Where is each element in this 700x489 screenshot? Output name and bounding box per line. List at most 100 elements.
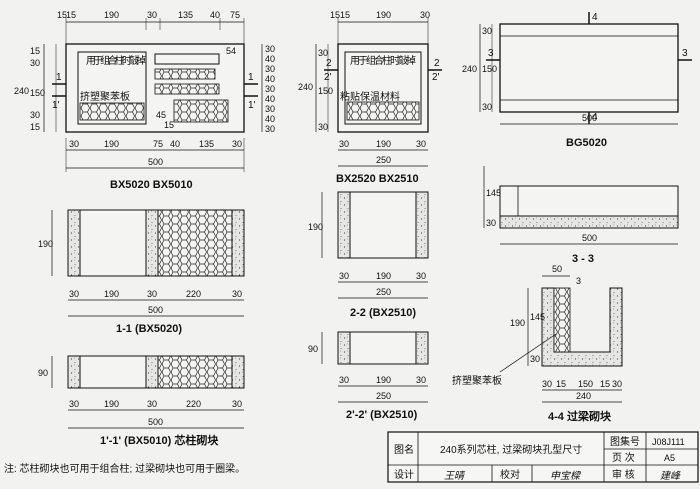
bx5020-left-dim-0: 15 [30, 46, 40, 56]
s11-dim-3: 220 [186, 289, 201, 299]
s33-total-dim: 500 [582, 233, 597, 243]
s2p-wall-right [415, 331, 429, 365]
bx2520-left-dim-3: 30 [318, 122, 328, 132]
s44-top-dim-0: 50 [552, 264, 562, 274]
s44-top-dim-1: 3 [576, 276, 581, 286]
s1p-total-dim: 500 [148, 417, 163, 427]
s22-wall-left [337, 191, 351, 259]
bx5020-left-dim-total: 240 [14, 86, 29, 96]
bx5020-core-hole [77, 51, 147, 125]
s1p-dim-0: 30 [69, 399, 79, 409]
bx5020-right-dim-8: 30 [265, 124, 275, 134]
bx2520-mark-2-right: 2 [434, 58, 440, 69]
s44-caption: 4-4 过梁砌块 [548, 409, 612, 423]
s11-dim-1: 190 [104, 289, 119, 299]
s11-wall-mid [145, 209, 159, 277]
s44-left-dim-0: 190 [510, 318, 525, 328]
s22-core [349, 191, 417, 259]
bx5020-inner-dim-2: 15 [164, 120, 174, 130]
bx5020-right-dim-2: 30 [265, 64, 275, 74]
s22-dim-1: 190 [376, 271, 391, 281]
section-1p-1p [51, 355, 245, 429]
bx5020-right-dim-5: 40 [265, 94, 275, 104]
s22-wall-right [415, 191, 429, 259]
bx5020-bottom-dim-2: 75 [153, 139, 163, 149]
s2p-dim-2: 30 [416, 375, 426, 385]
s2p-dim-1: 190 [376, 375, 391, 385]
section-3-3 [483, 166, 679, 245]
section-4-4 [499, 275, 623, 403]
bx5020-plan [43, 18, 263, 172]
bx2520-insul-strip [346, 101, 420, 121]
s2p-core [349, 331, 417, 365]
s33-bottom-slab [499, 215, 679, 229]
title-block-text: 图名 240系列芯柱, 过梁砌块孔型尺寸 图集号 J08J111 页 次 A5 … [394, 435, 685, 482]
tb-review-label: 审 核 [612, 468, 635, 481]
section-1p-1p-text: 90 30 190 30 220 30 500 1'-1' (BX5010) 芯… [38, 368, 242, 447]
bg5020-left-dim-1: 30 [482, 26, 492, 36]
bx5020-top-dim-4: 135 [178, 10, 193, 20]
bx2520-note-core: 用于组合柱时敲掉 [350, 54, 416, 67]
bg5020-plan-text: 240 30 150 30 500 3 3 4 4 BG5020 [462, 12, 688, 149]
bg5020-caption: BG5020 [566, 137, 607, 149]
footnote: 注: 芯柱砌块也可用于组合柱; 过梁砌块也可用于圈梁。 [4, 462, 245, 475]
s22-dim-0: 30 [339, 271, 349, 281]
bg5020-left-dim-2: 150 [482, 64, 497, 74]
bx5020-top-dim-5: 40 [210, 10, 220, 20]
bx5020-right-dim-1: 40 [265, 54, 275, 64]
s11-dim-2: 30 [147, 289, 157, 299]
bx2520-top-dim-2: 190 [376, 10, 391, 20]
bx2520-bottom-dim-1: 190 [376, 139, 391, 149]
s11-wall-left [67, 209, 81, 277]
bx5020-inner-dim-1: 45 [156, 110, 166, 120]
bg5020-mark-3-left: 3 [488, 48, 494, 59]
bx5020-slot-3 [154, 83, 220, 95]
tb-yeci-label: 页 次 [612, 451, 635, 464]
bx2520-mark-2-left: 2 [326, 58, 332, 69]
section-1-1 [51, 209, 245, 317]
s1p-core [79, 355, 147, 389]
bg5020-mark-4-bottom: 4 [592, 112, 598, 123]
s44-bottom-dim-0: 30 [542, 379, 552, 389]
tb-title: 240系列芯柱, 过梁砌块孔型尺寸 [440, 443, 582, 456]
section-2-2 [321, 191, 429, 299]
s2p-wall-left [337, 331, 351, 365]
bx2520-left-dim-1: 30 [318, 48, 328, 58]
bg5020-outline [499, 23, 679, 113]
bx5020-plan-text: 15 15 190 30 135 40 75 240 15 30 150 30 … [14, 10, 275, 191]
s1p-height-dim: 90 [38, 368, 48, 378]
tb-tujihao-label: 图集号 [610, 435, 640, 448]
bx5020-bottom-dim-5: 30 [232, 139, 242, 149]
s2p-total-dim: 250 [376, 391, 391, 401]
s1p-foam [157, 355, 233, 389]
bx2520-mark-2p-right: 2' [432, 72, 440, 83]
bx5020-note-foam: 挤塑聚苯板 [80, 90, 130, 103]
title-block [387, 431, 699, 483]
bx2520-top-dim-3: 30 [420, 10, 430, 20]
bx5020-mark-1p-left: 1' [52, 100, 60, 111]
tb-tuming-label: 图名 [394, 443, 414, 456]
bx5020-bottom-dim-3: 40 [170, 139, 180, 149]
bx5020-bottom-dim-4: 135 [199, 139, 214, 149]
bx5020-mark-1-right: 1 [248, 72, 254, 83]
bx5020-left-dim-2: 150 [30, 88, 45, 98]
s11-caption: 1-1 (BX5020) [116, 323, 182, 335]
section-1-1-text: 190 30 190 30 220 30 500 1-1 (BX5020) [38, 239, 242, 335]
bg5020-total-dim: 500 [582, 113, 597, 123]
bx5020-left-dim-4: 15 [30, 122, 40, 132]
section-2p-2p-text: 90 30 190 30 250 2'-2' (BX2510) [308, 344, 426, 421]
bx5020-top-dim-1: 15 [66, 10, 76, 20]
s44-left-dim-2: 145 [530, 312, 545, 322]
s11-foam [157, 209, 233, 277]
s44-bottom-dim-3: 15 [600, 379, 610, 389]
bg5020-mark-3-right: 3 [682, 48, 688, 59]
s11-wall-right [231, 209, 245, 277]
s44-left-dim-1: 30 [530, 354, 540, 364]
bx2520-plan-text: 15 15 190 30 240 30 150 30 30 190 30 250… [298, 10, 440, 185]
s33-left-dim-0: 30 [486, 218, 496, 228]
bx5020-bottom-dim-1: 190 [104, 139, 119, 149]
bx5020-top-dim-0: 15 [57, 10, 67, 20]
s1p-dim-1: 190 [104, 399, 119, 409]
bx5020-right-dim-0: 30 [265, 44, 275, 54]
bx5020-caption: BX5020 BX5010 [110, 179, 193, 191]
